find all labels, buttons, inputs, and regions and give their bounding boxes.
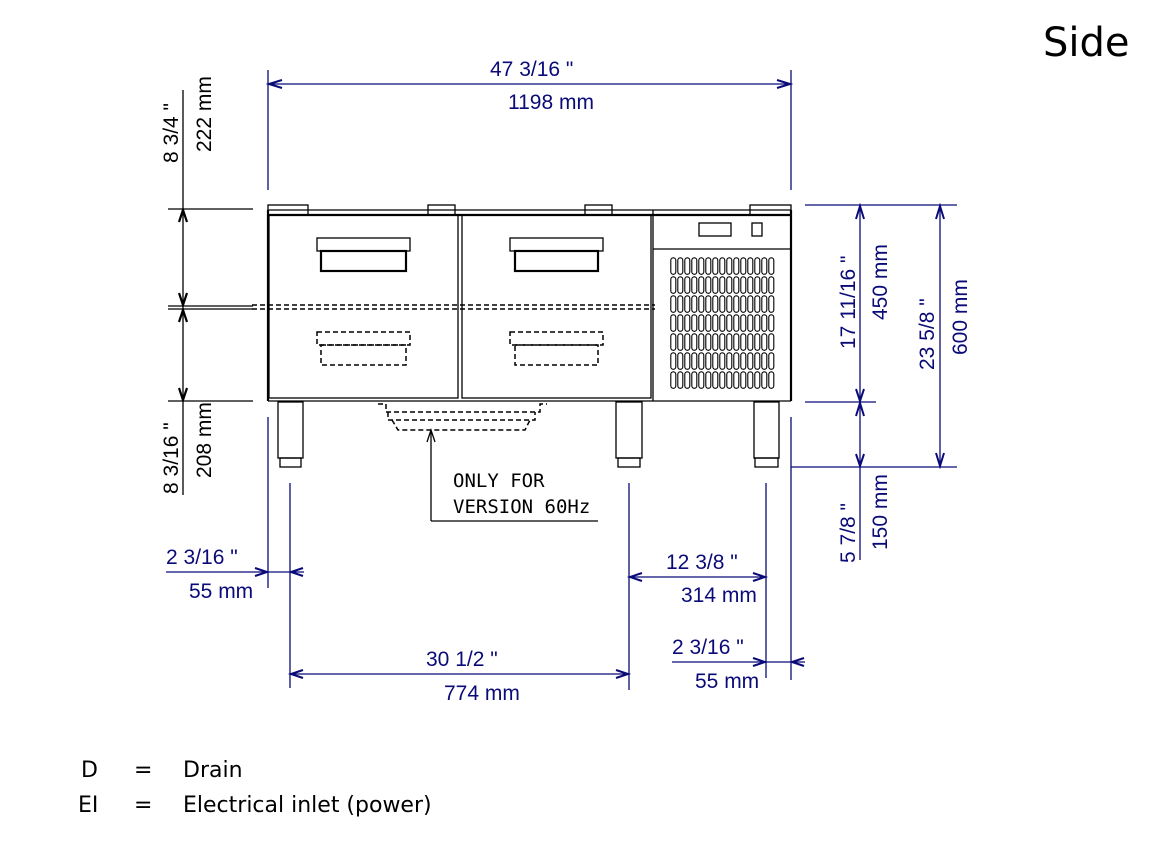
bottom-clearance-inch: 8 3/16 ": [160, 422, 183, 494]
bottom-clearance-mm: 208 mm: [193, 402, 216, 478]
left-leg-spacing-mm: 774 mm: [444, 682, 520, 705]
legend-item-drain: D = Drain: [81, 758, 243, 783]
view-title: Side: [1043, 20, 1130, 66]
left-leg-spacing-inch: 30 1/2 ": [426, 648, 498, 671]
dim-left-vertical: 8 3/4 " 222 mm 8 3/16 " 208 mm: [160, 76, 253, 495]
overall-width-mm: 1198 mm: [508, 91, 594, 114]
drawer-panel-2: [461, 214, 652, 399]
legend-key: D: [81, 758, 98, 783]
note-line-1: ONLY FOR: [453, 470, 545, 492]
leg: [277, 401, 304, 468]
drawer-handle-grip: [513, 249, 600, 273]
drawer-handle-top: [316, 237, 411, 252]
body-height-inch: 17 11/16 ": [837, 256, 860, 349]
right-leg-spacing-mm: 314 mm: [681, 584, 757, 607]
dim-right-leg-offset: 2 3/16 " 55 mm: [672, 636, 805, 693]
top-clearance-mm: 222 mm: [193, 76, 216, 152]
drain-tray: [391, 419, 531, 431]
hidden-handle-top: [509, 331, 604, 346]
left-leg-offset-mm: 55 mm: [189, 580, 253, 603]
total-height-inch: 23 5/8 ": [916, 298, 939, 370]
switch-icon: [751, 222, 763, 237]
leg: [615, 401, 643, 468]
total-height-mm: 600 mm: [949, 279, 972, 355]
leg-height-mm: 150 mm: [869, 474, 892, 550]
legend-key: EI: [78, 793, 98, 818]
cabinet: [252, 204, 793, 468]
note-line-2: VERSION 60Hz: [453, 496, 590, 518]
legend-equals: =: [134, 793, 152, 818]
hidden-handle-top: [316, 331, 411, 346]
legend-item-electrical-inlet: EI = Electrical inlet (power): [78, 793, 432, 818]
drawer-panel-1: [268, 214, 459, 399]
right-leg-offset-inch: 2 3/16 ": [672, 636, 744, 659]
hidden-handle-grip: [320, 344, 407, 366]
overall-width-inch: 47 3/16 ": [490, 58, 573, 81]
dim-overall-width: 47 3/16 " 1198 mm: [265, 58, 794, 190]
right-leg-offset-mm: 55 mm: [695, 670, 759, 693]
note-callout: ONLY FOR VERSION 60Hz: [426, 427, 598, 522]
drain-tray: [378, 403, 547, 413]
dim-left-leg-offset: 2 3/16 " 55 mm: [166, 417, 304, 688]
top-clearance-inch: 8 3/4 ": [160, 103, 183, 163]
legend-value: Drain: [183, 758, 243, 783]
dim-left-leg-spacing: 30 1/2 " 774 mm: [287, 648, 632, 705]
leg: [753, 401, 780, 468]
legend: D = Drain EI = Electrical inlet (power): [78, 758, 432, 818]
drawer-handle-top: [509, 237, 604, 252]
body-height-mm: 450 mm: [869, 244, 892, 320]
drawer-handle-grip: [319, 249, 408, 273]
drain-tray: [387, 412, 536, 421]
right-leg-spacing-inch: 12 3/8 ": [666, 551, 738, 574]
hidden-handle-grip: [514, 344, 599, 366]
dim-right-leg-spacing: 12 3/8 " 314 mm: [626, 483, 769, 690]
display-icon: [698, 222, 732, 237]
legend-equals: =: [134, 758, 152, 783]
dim-right-vertical: 17 11/16 " 450 mm 23 5/8 " 600 mm 5 7/8 …: [790, 202, 972, 680]
left-leg-offset-inch: 2 3/16 ": [166, 546, 238, 569]
legend-value: Electrical inlet (power): [183, 793, 432, 818]
leg-height-inch: 5 7/8 ": [837, 503, 860, 563]
ventilation-grille: [670, 257, 775, 390]
